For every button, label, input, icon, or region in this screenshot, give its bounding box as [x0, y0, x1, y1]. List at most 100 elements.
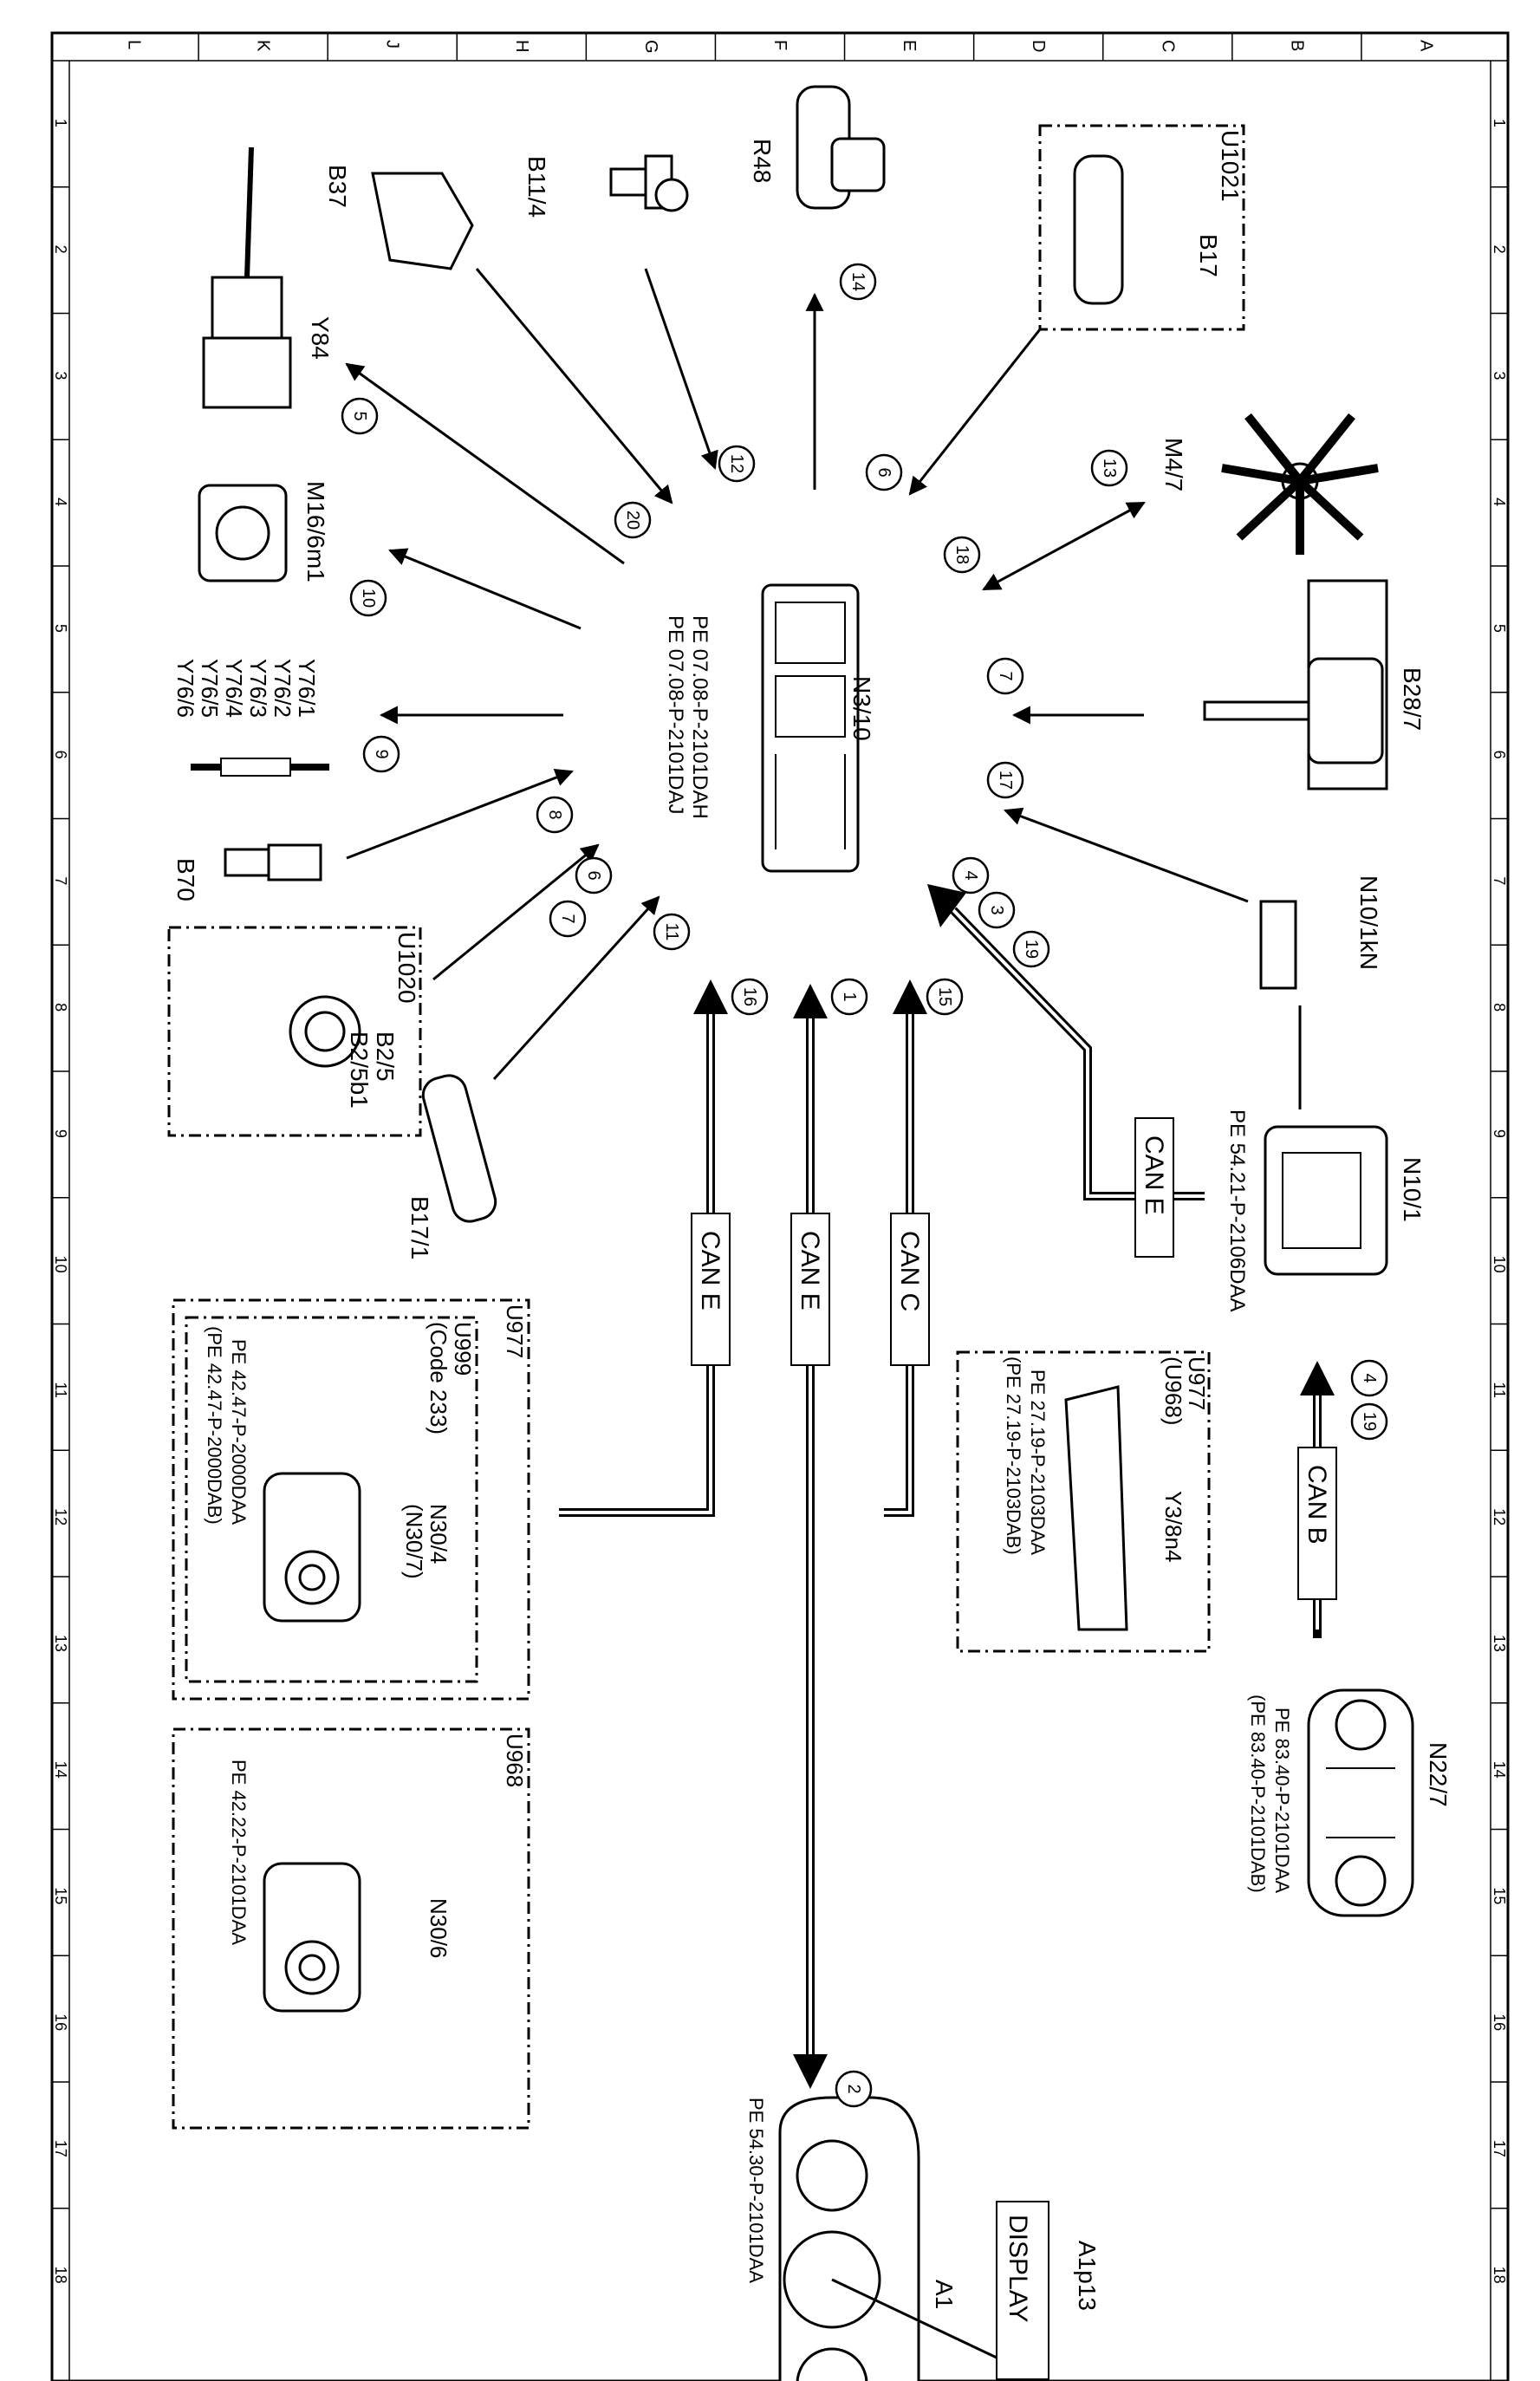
svg-text:7: 7: [996, 671, 1015, 680]
n22-7-climate-panel: [1307, 1688, 1414, 1917]
can-e-left-label: CAN E: [696, 1231, 725, 1311]
callout-8: 8: [536, 796, 574, 834]
n30-6-ref: PE 42.22-P-2101DAA: [228, 1760, 250, 1945]
u999-box: [185, 1316, 478, 1683]
grid-row-label: 8: [1491, 1003, 1508, 1012]
svg-text:6: 6: [584, 870, 603, 880]
can-e-mid-arrowhead-bottom: [793, 2054, 828, 2089]
y3-ref2: (PE 27.19-P-2103DAB): [1003, 1356, 1024, 1555]
svg-text:1: 1: [840, 992, 859, 1001]
u977-n30-4-box: [172, 1298, 530, 1701]
svg-text:14: 14: [848, 272, 867, 291]
svg-text:9: 9: [372, 749, 391, 758]
y76-label: Y76/3: [245, 659, 271, 718]
can-e-left-box: [691, 1213, 731, 1366]
grid-row-label: 5: [52, 624, 69, 633]
can-e-upper-box: [1134, 1117, 1174, 1258]
a1-ref: PE 54.30-P-2101DAA: [745, 2098, 767, 2283]
svg-text:13: 13: [1100, 459, 1119, 478]
n22-ref2: (PE 83.40-P-2101DAB): [1247, 1695, 1269, 1893]
grid-row-label: 17: [52, 2140, 69, 2157]
n3-10-label: N3/10: [848, 676, 875, 741]
svg-text:18: 18: [952, 545, 971, 564]
y76-label: Y76/4: [221, 659, 247, 718]
grid-row-label: 14: [1491, 1761, 1508, 1779]
b17-1-sensor: [421, 1074, 497, 1223]
grid-row-label: 8: [52, 1003, 69, 1012]
svg-text:4: 4: [961, 870, 980, 880]
grid-row-label: 12: [52, 1508, 69, 1526]
n30-7-label: (N30/7): [401, 1504, 427, 1579]
callout-19: 19: [1012, 930, 1050, 968]
svg-text:3: 3: [987, 905, 1006, 914]
r48-label: R48: [749, 139, 776, 183]
grid-row-label: 6: [1491, 751, 1508, 759]
grid-row-label: 13: [52, 1635, 69, 1652]
callout-1: 1: [830, 978, 868, 1016]
svg-text:2: 2: [844, 2084, 863, 2093]
svg-text:15: 15: [935, 987, 954, 1006]
grid-row-label: 2: [52, 245, 69, 254]
grid-row-label: 15: [1491, 1887, 1508, 1904]
y3-8n4-label: Y3/8n4: [1160, 1491, 1186, 1562]
b70-label: B70: [172, 858, 199, 901]
callout-19: 19: [1350, 1402, 1388, 1441]
y3-8n4-valve-body: [1064, 1385, 1128, 1631]
svg-text:4: 4: [1360, 1373, 1379, 1382]
m4-7-fan: [1221, 413, 1379, 555]
grid-row-label: 7: [1491, 876, 1508, 885]
b28-7-label: B28/7: [1399, 667, 1426, 731]
n3-10-ref2: PE 07.08-P-2101DAJ: [664, 615, 687, 814]
b28-7-pressure-sensor: [1203, 579, 1388, 790]
grid-row-label: 5: [1491, 624, 1508, 633]
n10-1-module: [1264, 1125, 1388, 1276]
grid-row-label: 3: [1491, 371, 1508, 380]
svg-text:5: 5: [350, 411, 369, 420]
arrow-18-13: [982, 501, 1146, 591]
arrow-6-top: [908, 329, 1042, 496]
b70-crank-sensor: [224, 843, 322, 881]
b2-5b1-label: B2/5b1: [346, 1031, 373, 1109]
grid-row-label: 1: [52, 119, 69, 127]
can-e-left-arrowhead: [693, 979, 728, 1014]
callout-5: 5: [341, 397, 379, 435]
arrow-11: [492, 895, 660, 1081]
u968-b-label: U968: [502, 1734, 528, 1787]
callout-6: 6: [865, 453, 903, 491]
b37-label: B37: [324, 165, 351, 208]
y76-injector: [191, 758, 329, 777]
a1p13-label: A1p13: [1074, 2241, 1101, 2311]
b2-5-sensor: [289, 995, 361, 1068]
r48-coolant-sensor: [796, 85, 886, 210]
arrow-10: [388, 548, 582, 630]
can-c-label: CAN C: [895, 1231, 924, 1311]
u1020-box: [167, 926, 422, 1137]
can-b-arrowhead: [1300, 1361, 1335, 1395]
y76-label: Y76/2: [270, 659, 296, 718]
b11-4-sensor: [609, 154, 689, 212]
can-c-line-inner: [884, 1005, 912, 1514]
m16-6m1-throttle: [198, 484, 288, 582]
svg-text:6: 6: [874, 467, 893, 477]
grid-row-label: 10: [52, 1256, 69, 1273]
u999-label: U999: [450, 1322, 476, 1376]
b2-5-label: B2/5: [372, 1031, 399, 1082]
a1p13-leader: [831, 2278, 997, 2359]
grid-row-label: 2: [1491, 245, 1508, 254]
y84-label: Y84: [307, 316, 334, 360]
m16-6m1-label: M16/6m1: [302, 481, 329, 582]
y76-label: Y76/5: [197, 659, 223, 718]
n10-1-label: N10/1: [1399, 1157, 1426, 1222]
callout-3: 3: [978, 891, 1016, 929]
n3-10-ref1: PE 07.08-P-2101DAH: [688, 615, 712, 819]
can-b-box: [1297, 1447, 1337, 1600]
callout-7: 7: [986, 657, 1024, 695]
u977-y3-box: [956, 1350, 1211, 1653]
arrow-12: [644, 268, 718, 470]
grid-row-label: 16: [1491, 2013, 1508, 2031]
u968-n30-6-box: [172, 1727, 530, 2130]
grid-row-label: 16: [52, 2013, 69, 2031]
grid-row-label: 9: [1491, 1129, 1508, 1138]
